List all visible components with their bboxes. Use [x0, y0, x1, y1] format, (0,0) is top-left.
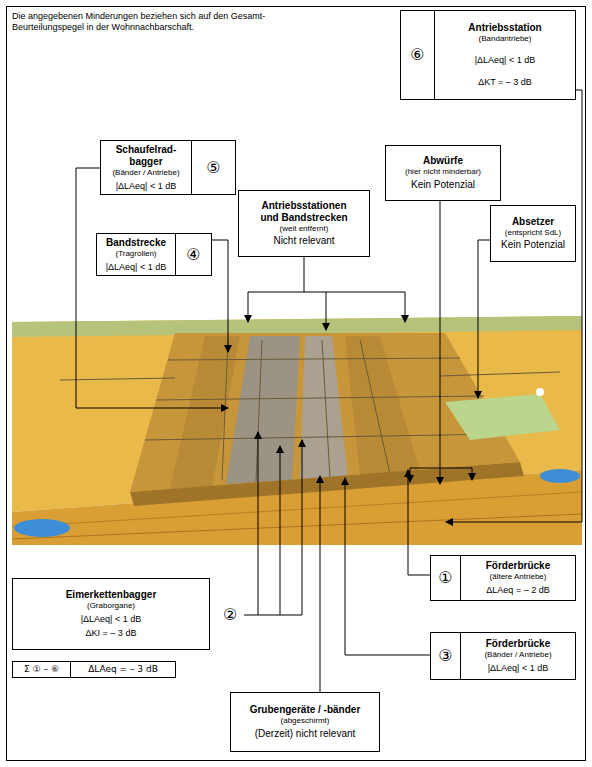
sum-text: ΔLAeq = – 3 dB: [88, 664, 158, 676]
box-cell: ①: [431, 556, 461, 600]
pit-bench: [170, 336, 240, 489]
reduction-value: ΔLAeq = – 2 dB: [486, 585, 549, 596]
soil-layer: [12, 514, 582, 539]
status-box: Antriebsstationen und Bandstrecken(weit …: [238, 190, 370, 257]
box-heading: Absetzer: [512, 216, 554, 228]
sum-box: Σ ① – ⑥ ΔLAeq = – 3 dB: [12, 661, 176, 678]
status-text: (Derzeit) nicht relevant: [255, 728, 356, 740]
callout-number: ⑤: [206, 158, 220, 177]
box-heading: Schaufelrad- bagger: [105, 144, 187, 168]
callout-number: ①: [438, 568, 452, 587]
reduction-box: Eimerkettenbagger(Graborgane) |ΔLAeq| < 1…: [12, 578, 210, 650]
box-subtitle: (hier nicht minderbar): [405, 167, 481, 177]
reduction-box: Schaufelrad- bagger(Bänder / Antriebe) |Δ…: [100, 140, 236, 195]
box-heading: Grubengeräte / -bänder: [250, 704, 361, 716]
water: [14, 519, 70, 537]
box-cell: Antriebsstationen und Bandstrecken(weit …: [239, 191, 369, 256]
status-box: Grubengeräte / -bänder(abgeschirmt) (Derz…: [230, 692, 380, 752]
box-cell: ΔLAeq = – 3 dB: [71, 662, 175, 677]
note-text: Die angegebenen Minderungen beziehen sic…: [12, 11, 287, 34]
reduction-value: ΔKT = – 3 dB: [478, 77, 532, 88]
box-heading: Abwürfe: [423, 155, 463, 167]
box-subtitle: (Bandantriebe): [479, 34, 532, 44]
water: [540, 469, 580, 483]
box-cell: Antriebsstation(Bandantriebe) |ΔLAeq| < 1…: [435, 11, 575, 99]
reduction-value: |ΔLAeq| < 1 dB: [106, 262, 166, 273]
box-cell: Grubengeräte / -bänder(abgeschirmt) (Derz…: [231, 693, 379, 751]
box-heading: Förderbrücke: [486, 638, 550, 650]
status-box: Absetzer(entspricht SdL)Kein Potenzial: [490, 205, 576, 262]
box-cell: Abwürfe(hier nicht minderbar) Kein Potenz…: [386, 146, 500, 200]
box-subtitle: (weit entfernt): [280, 224, 329, 234]
reduction-value: |ΔLAeq| < 1 dB: [475, 55, 535, 66]
status-text: Nicht relevant: [273, 235, 334, 247]
callout-number: ③: [438, 646, 452, 665]
callout-number: ②: [223, 605, 237, 624]
box-cell: Förderbrücke(Bänder / Antriebe) |ΔLAeq| <…: [461, 633, 575, 679]
page-frame: [7, 7, 586, 761]
spreader-dot: [536, 388, 544, 396]
pit-bench: [345, 336, 420, 476]
dump-area: [445, 394, 560, 440]
box-cell: ⑥: [401, 11, 435, 99]
reduction-box: ⑥ Antriebsstation(Bandantriebe) |ΔLAeq| < …: [400, 10, 576, 100]
box-subtitle: (Bänder / Antriebe): [112, 168, 179, 178]
reduction-value: ΔKI = – 3 dB: [86, 628, 137, 639]
box-subtitle: (Tragrollen): [115, 249, 156, 259]
sum-text: Σ ① – ⑥: [24, 664, 59, 676]
reduction-value: |ΔLAeq| < 1 dB: [116, 181, 176, 192]
box-subtitle: (ältere Antriebe): [490, 572, 547, 582]
box-cell: Förderbrücke(ältere Antriebe) ΔLAeq = – 2…: [461, 556, 575, 600]
reduction-box: ③ Förderbrücke(Bänder / Antriebe) |ΔLAeq| …: [430, 632, 576, 680]
box-cell: Schaufelrad- bagger(Bänder / Antriebe) |Δ…: [101, 141, 191, 194]
box-cell: ③: [431, 633, 461, 679]
box-subtitle: (Graborgane): [87, 601, 135, 611]
status-box: Abwürfe(hier nicht minderbar) Kein Potenz…: [385, 145, 501, 201]
box-heading: Förderbrücke: [486, 560, 550, 572]
box-cell: Eimerkettenbagger(Graborgane) |ΔLAeq| < 1…: [13, 579, 209, 649]
box-cell: Bandstrecke(Tragrollen) |ΔLAeq| < 1 dB: [97, 234, 175, 275]
box-heading: Antriebsstationen und Bandstrecken: [253, 200, 355, 224]
box-cell: ④: [175, 234, 211, 275]
callout-number: ④: [186, 245, 200, 264]
reduction-value: |ΔLAeq| < 1 dB: [81, 614, 141, 625]
box-heading: Antriebsstation: [468, 22, 541, 34]
box-cell: Absetzer(entspricht SdL)Kein Potenzial: [491, 206, 575, 261]
box-subtitle: (abgeschirmt): [281, 716, 330, 726]
reduction-box: ① Förderbrücke(ältere Antriebe) ΔLAeq = – …: [430, 555, 576, 601]
box-cell: ⑤: [191, 141, 235, 194]
pit-floor: [300, 336, 348, 480]
box-heading: Bandstrecke: [106, 237, 166, 249]
pit-floor: [226, 336, 300, 484]
callout-number: ⑥: [410, 45, 424, 64]
status-text: Kein Potenzial: [411, 179, 475, 191]
reduction-value: |ΔLAeq| < 1 dB: [488, 663, 548, 674]
status-text: Kein Potenzial: [501, 239, 565, 251]
box-subtitle: (entspricht SdL): [505, 228, 561, 238]
reduction-box: Bandstrecke(Tragrollen) |ΔLAeq| < 1 dB ④: [96, 233, 212, 276]
box-subtitle: (Bänder / Antriebe): [484, 650, 551, 660]
box-cell: Σ ① – ⑥: [13, 662, 71, 677]
box-heading: Eimerkettenbagger: [66, 589, 157, 601]
conveyor-lines: [60, 340, 560, 482]
